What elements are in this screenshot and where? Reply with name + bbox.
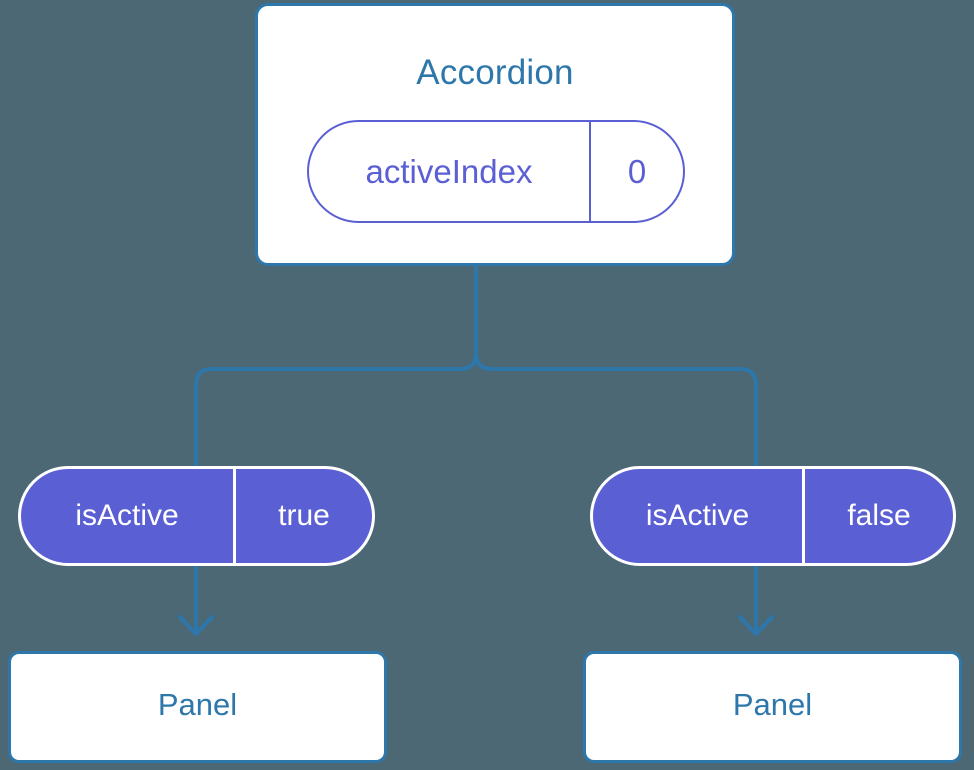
accordion-title: Accordion xyxy=(416,53,574,92)
arrow-left-head-icon xyxy=(178,615,214,636)
prop-pill-is-active-false[interactable]: isActive false xyxy=(590,466,956,566)
prop-pill-is-active-true[interactable]: isActive true xyxy=(18,466,375,566)
panel-label: Panel xyxy=(732,687,813,722)
arrow-right-head-icon xyxy=(738,615,774,636)
state-pill-value: 0 xyxy=(627,152,647,190)
state-pill-active-index[interactable]: activeIndex 0 xyxy=(307,120,685,223)
prop-pill-value: false xyxy=(847,499,911,532)
state-pill-key: activeIndex xyxy=(309,122,591,221)
prop-pill-value: true xyxy=(278,499,330,532)
accordion-component-card[interactable]: Accordion activeIndex 0 xyxy=(255,3,735,266)
connector-stem xyxy=(194,266,478,468)
panel-card-left[interactable]: Panel xyxy=(8,651,387,763)
prop-pill-key: isActive xyxy=(593,469,805,563)
panel-card-right[interactable]: Panel xyxy=(583,651,962,763)
panel-label: Panel xyxy=(157,687,238,722)
connector-branch-right xyxy=(474,266,758,468)
prop-pill-key: isActive xyxy=(21,469,236,563)
